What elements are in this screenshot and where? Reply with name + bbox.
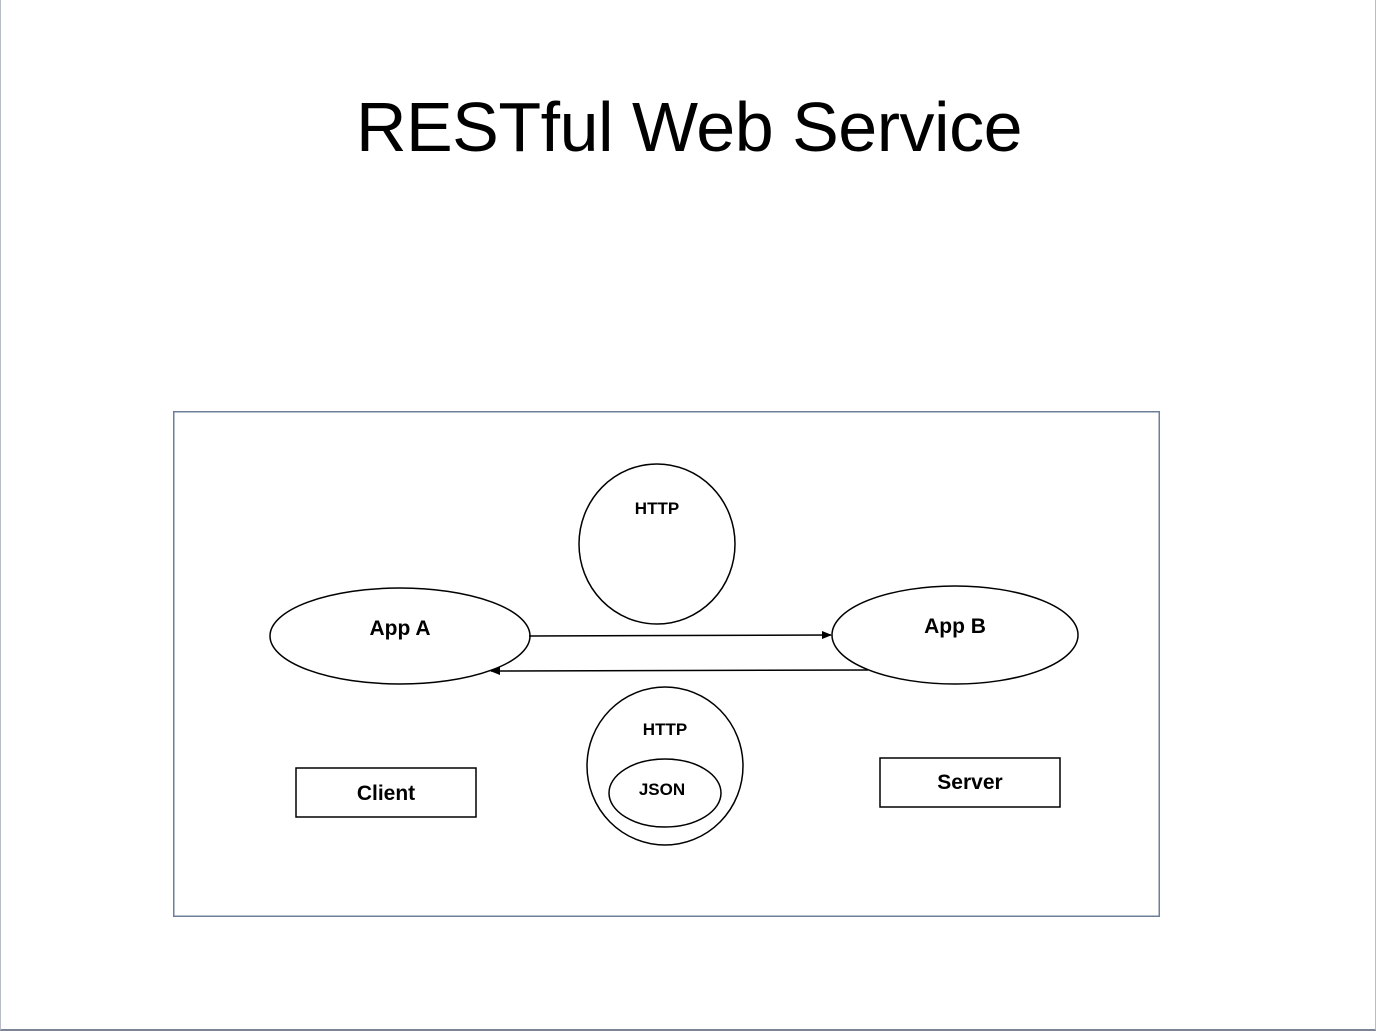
response-http-label: HTTP — [643, 720, 687, 739]
app-b-label: App B — [924, 615, 986, 638]
json-payload-label: JSON — [639, 780, 685, 799]
server-box — [879, 757, 1061, 808]
app-a-label: App A — [369, 617, 430, 640]
server-label: Server — [937, 771, 1002, 794]
client-label: Client — [357, 782, 415, 805]
app-b-node — [831, 585, 1079, 685]
request-http-circle — [578, 463, 736, 625]
rest-diagram: HTTP App A App B HTTP JSON Client Server — [173, 411, 1160, 917]
diagram-border — [173, 411, 1160, 917]
request-arrow — [528, 631, 832, 640]
client-box — [295, 767, 477, 818]
slide-title: RESTful Web Service — [355, 88, 1023, 166]
request-http-label: HTTP — [635, 499, 679, 518]
json-payload-node — [608, 758, 722, 828]
response-arrow — [490, 666, 869, 675]
